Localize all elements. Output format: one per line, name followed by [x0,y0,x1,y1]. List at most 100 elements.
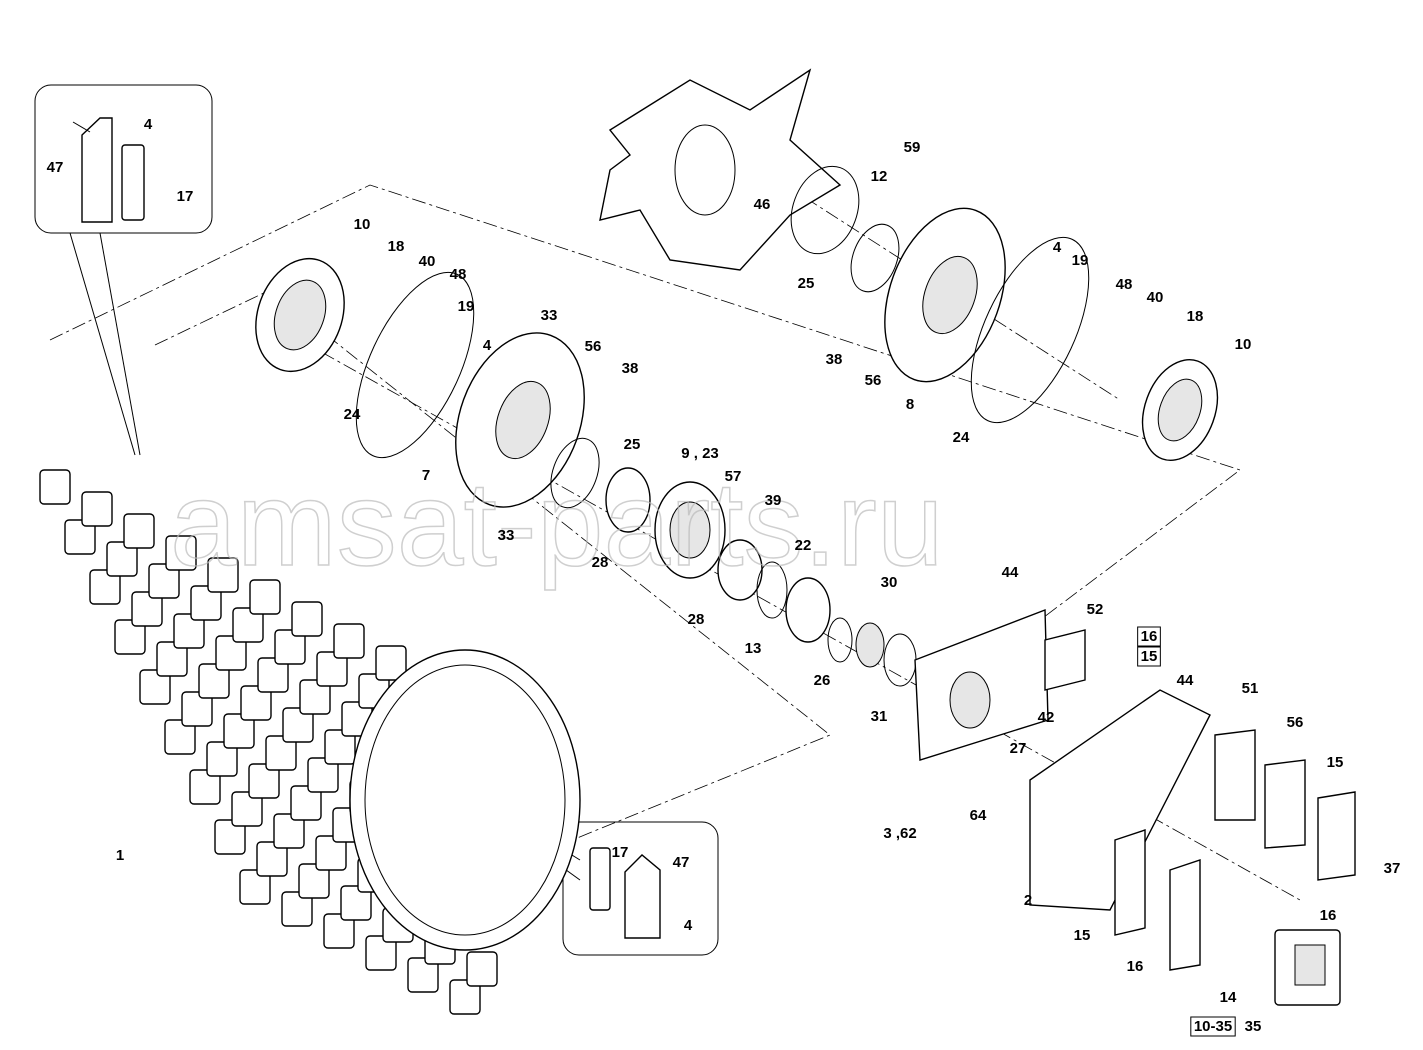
hub-assembly-left [255,257,917,687]
callout-label: 28 [688,611,705,628]
callout-label: 16 [1127,958,1144,975]
drum-pad [299,679,331,715]
callout-label: 16 [1141,628,1158,645]
callout-label: 4 [483,337,492,354]
drum-pad [139,669,171,705]
callout-label: 19 [458,298,475,315]
callout-label: 56 [865,372,882,389]
callout-label: 15 [1141,648,1158,665]
callout-label: 28 [592,554,609,571]
cover-plate-detail-top [72,117,145,223]
drum-pad [365,935,397,971]
callout-label: 18 [388,238,405,255]
drum-pad [290,785,322,821]
callout-box [1190,1016,1236,1037]
callout-label: 16 [1320,907,1337,924]
callout-label: 17 [612,844,629,861]
drum-pad [114,619,146,655]
drum-pad [274,629,306,665]
callout-label: 33 [498,527,515,544]
drum-pad [131,591,163,627]
callout-label: 44 [1177,672,1194,689]
drum-pad [449,979,481,1015]
drum-pad [273,813,305,849]
drum-pad [282,707,314,743]
callout-box [1137,646,1161,667]
drum-pad [240,685,272,721]
drum-pad [307,757,339,793]
drum-pad [407,957,439,993]
cover-plate-detail-bottom [589,847,661,939]
drum-pad [123,513,155,549]
drum-pad [198,663,230,699]
callout-label: 47 [47,159,64,176]
callout-label: 48 [1116,276,1133,293]
callout-label: 10 [354,216,371,233]
callout-label: 24 [953,429,970,446]
drum-pad [106,541,138,577]
drum-pad [375,645,407,681]
padfoot-drum [39,469,581,1015]
callout-box [1137,626,1161,647]
callout-label: 10 [1235,336,1252,353]
callout-label: 42 [1038,709,1055,726]
callout-label: 47 [673,854,690,871]
motor-side-plates [914,608,1356,1006]
drum-pad [214,819,246,855]
drum-pad [316,651,348,687]
drum-pad [298,863,330,899]
callout-label: 12 [871,168,888,185]
drum-pad [215,635,247,671]
callout-label: 30 [881,574,898,591]
callout-label: 2 [1024,892,1032,909]
callout-label: 44 [1002,564,1019,581]
drum-pad [340,885,372,921]
drum-pad [81,491,113,527]
callout-label: 19 [1072,252,1089,269]
drum-pad [466,951,498,987]
callout-label: 25 [624,436,641,453]
drum-pad [256,841,288,877]
callout-label: 39 [765,492,782,509]
callout-label: 7 [422,467,430,484]
callout-label: 40 [1147,289,1164,306]
callout-label: 18 [1187,308,1204,325]
drum-pad [257,657,289,693]
callout-label: 40 [419,253,436,270]
callout-label: 31 [871,708,888,725]
drum-pad [291,601,323,637]
callout-label: 10-35 [1194,1018,1232,1035]
detail-box-top-left [34,84,213,234]
callout-label: 4 [684,917,693,934]
drum-pad [89,569,121,605]
callout-label: 8 [906,396,914,413]
drum-pad [189,769,221,805]
detail-box-bottom [562,821,719,956]
callout-label: 33 [541,307,558,324]
callout-label: 24 [344,406,361,423]
watermark: amsat-parts.ru [170,457,944,591]
drum-pad [165,535,197,571]
drum-pad [249,579,281,615]
callout-label: 15 [1074,927,1091,944]
callout-label: 15 [1327,754,1344,771]
drum-pad [315,835,347,871]
callout-label: 56 [585,338,602,355]
drum-pad [207,557,239,593]
callout-label: 56 [1287,714,1304,731]
callout-label: 51 [1242,680,1259,697]
callout-label: 57 [725,468,742,485]
drum-pad [156,641,188,677]
callout-label: 9 , 23 [681,445,719,462]
callout-label: 14 [1220,989,1237,1006]
callout-label: 27 [1010,740,1027,757]
callout-label: 38 [826,351,843,368]
callout-label: 52 [1087,601,1104,618]
drum-pad [39,469,71,505]
drum-pad [164,719,196,755]
callout-label: 1 [116,847,124,864]
drum-pad [223,713,255,749]
drum-pad [248,763,280,799]
